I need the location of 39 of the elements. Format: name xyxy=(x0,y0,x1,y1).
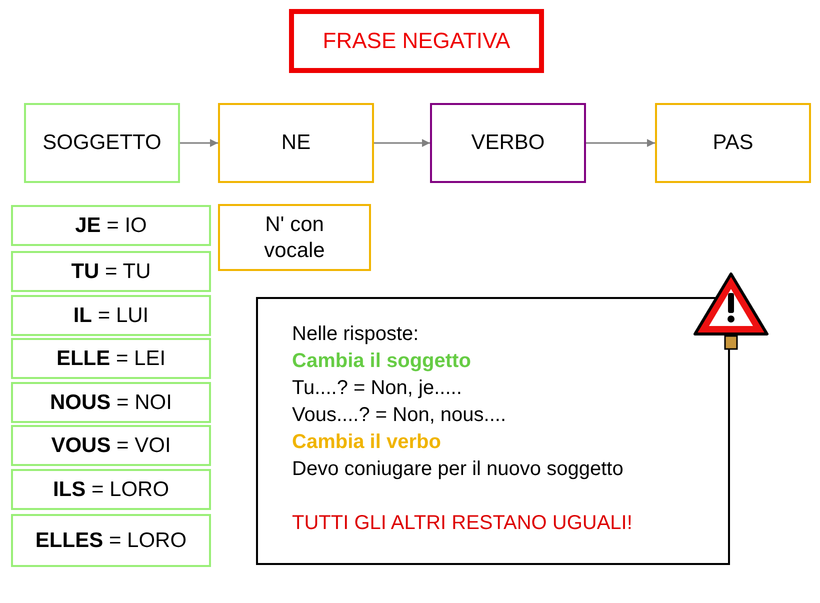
node-label: NE xyxy=(281,131,311,155)
node-label: VERBO xyxy=(471,131,545,155)
node-label: IL = LUI xyxy=(73,304,149,328)
note-box xyxy=(218,204,371,271)
pronoun-box xyxy=(11,514,211,567)
node-label: N' con vocale xyxy=(263,212,326,264)
pronoun-box xyxy=(11,251,211,292)
pronoun-box xyxy=(11,382,211,423)
node-label: PAS xyxy=(712,131,754,155)
note-text: Vous....? = Non, nous.... xyxy=(292,403,506,428)
note-box xyxy=(256,297,730,565)
pronoun-box xyxy=(11,295,211,336)
note-text: Tu....? = Non, je..... xyxy=(292,376,462,401)
node-label: ILS = LORO xyxy=(52,478,170,502)
pronoun-box xyxy=(11,205,211,246)
note-text: Devo coniugare per il nuovo soggetto xyxy=(292,457,624,482)
node-label: NOUS = NOI xyxy=(50,390,172,414)
process-box xyxy=(655,103,811,183)
title-box xyxy=(289,9,544,73)
note-text: TUTTI GLI ALTRI RESTANO UGUALI! xyxy=(292,511,632,536)
node-label: ELLES = LORO xyxy=(35,528,187,552)
process-box xyxy=(430,103,586,183)
note-text: Cambia il verbo xyxy=(292,430,441,455)
pronoun-box xyxy=(11,338,211,379)
node-label: TU = TU xyxy=(71,260,151,284)
note-text: Cambia il soggetto xyxy=(292,349,471,374)
note-text: Nelle risposte: xyxy=(292,322,419,347)
arrow xyxy=(374,139,430,147)
arrow xyxy=(586,139,655,147)
process-box xyxy=(218,103,374,183)
node-label: FRASE NEGATIVA xyxy=(322,28,510,54)
pronoun-box xyxy=(11,469,211,510)
node-label: ELLE = LEI xyxy=(56,346,166,370)
arrow xyxy=(180,139,218,147)
pronoun-box xyxy=(11,425,211,466)
node-label: SOGGETTO xyxy=(42,131,162,155)
process-box xyxy=(24,103,180,183)
node-label: VOUS = VOI xyxy=(51,434,171,458)
node-label: JE = IO xyxy=(75,214,147,238)
